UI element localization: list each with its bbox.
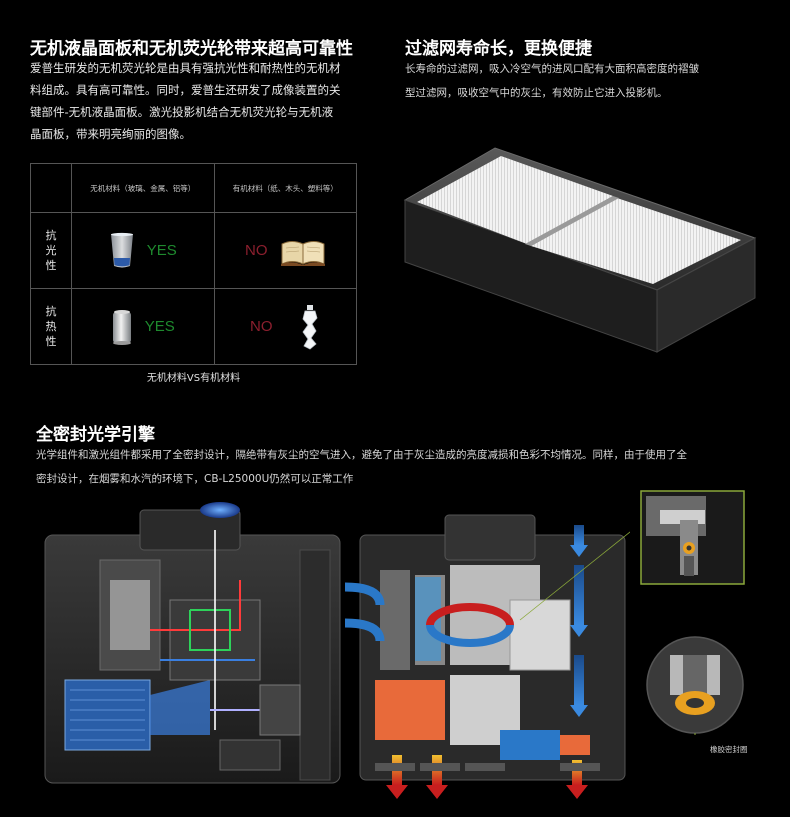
air-filter-image [403, 147, 757, 353]
section3-line: 密封设计，在烟雾和水汽的环境下，CB-L25000U仍然可以正常工作 [36, 473, 354, 485]
section1-line: 晶面板，带来明亮绚丽的图像。 [30, 127, 191, 141]
open-book-icon [280, 240, 325, 266]
no-label: NO [245, 242, 268, 259]
section1-line: 键部件-无机液晶面板。激光投影机结合无机荧光轮与无机液 [30, 105, 334, 119]
section2-title: 过滤网寿命长，更换便捷 [405, 39, 592, 59]
cell-inorganic-heat: YES [71, 288, 215, 365]
section3-body: 光学组件和激光组件都采用了全密封设计，隔绝带有灰尘的空气进入，避免了由于灰尘造成… [36, 443, 771, 491]
glass-cup-icon [110, 232, 133, 267]
row-label-light-resistance: 抗光性 [30, 212, 72, 289]
no-label: NO [250, 318, 273, 335]
yes-label: YES [146, 242, 177, 259]
cell-organic-light: NO [213, 212, 357, 289]
cell-inorganic-light: YES [71, 212, 215, 289]
table-caption: 无机材料VS有机材料 [146, 373, 241, 384]
airflow-diagram-image [344, 514, 630, 799]
rubber-gasket-closeup [646, 636, 744, 735]
yes-label: YES [144, 318, 175, 335]
col-header-organic: 有机材料（纸、木头、塑料等） [213, 163, 357, 213]
section1-line: 料组成。具有高可靠性。同时，爱普生还研发了成像装置的关 [30, 83, 341, 97]
table-corner-cell [30, 163, 72, 213]
col-header-inorganic: 无机材料（玻璃、金属、铝等） [71, 163, 215, 213]
crushed-plastic-bottle-icon [302, 304, 317, 349]
section1-body: 爱普生研发的无机荧光轮是由具有强抗光性和耐热性的无机材 料组成。具有高可靠性。同… [30, 57, 375, 145]
seal-detail-inset [640, 490, 745, 585]
section3-line: 光学组件和激光组件都采用了全密封设计，隔绝带有灰尘的空气进入，避免了由于灰尘造成… [36, 449, 687, 461]
section1-line: 爱普生研发的无机荧光轮是由具有强抗光性和耐热性的无机材 [30, 61, 341, 75]
comparison-table: 无机材料（玻璃、金属、铝等） 有机材料（纸、木头、塑料等） 抗光性 YES [30, 163, 357, 365]
row-label-heat-resistance: 抗热性 [30, 288, 72, 365]
section2-line: 长寿命的过滤网，吸入冷空气的进风口配有大面积高密度的褶皱 [405, 63, 699, 75]
cell-organic-heat: NO [213, 288, 357, 365]
projector-interior-image [44, 502, 341, 784]
row1-label-text: 抗光性 [45, 229, 57, 272]
row2-label-text: 抗热性 [45, 305, 57, 348]
gasket-label: 橡胶密封圈 [710, 745, 748, 754]
section2-line: 型过滤网，吸收空气中的灰尘，有效防止它进入投影机。 [405, 87, 668, 99]
metal-can-icon [112, 309, 131, 345]
section2-body: 长寿命的过滤网，吸入冷空气的进风口配有大面积高密度的褶皱 型过滤网，吸收空气中的… [405, 57, 775, 105]
section3-title: 全密封光学引擎 [36, 425, 155, 445]
section1-title: 无机液晶面板和无机荧光轮带来超高可靠性 [30, 39, 353, 59]
